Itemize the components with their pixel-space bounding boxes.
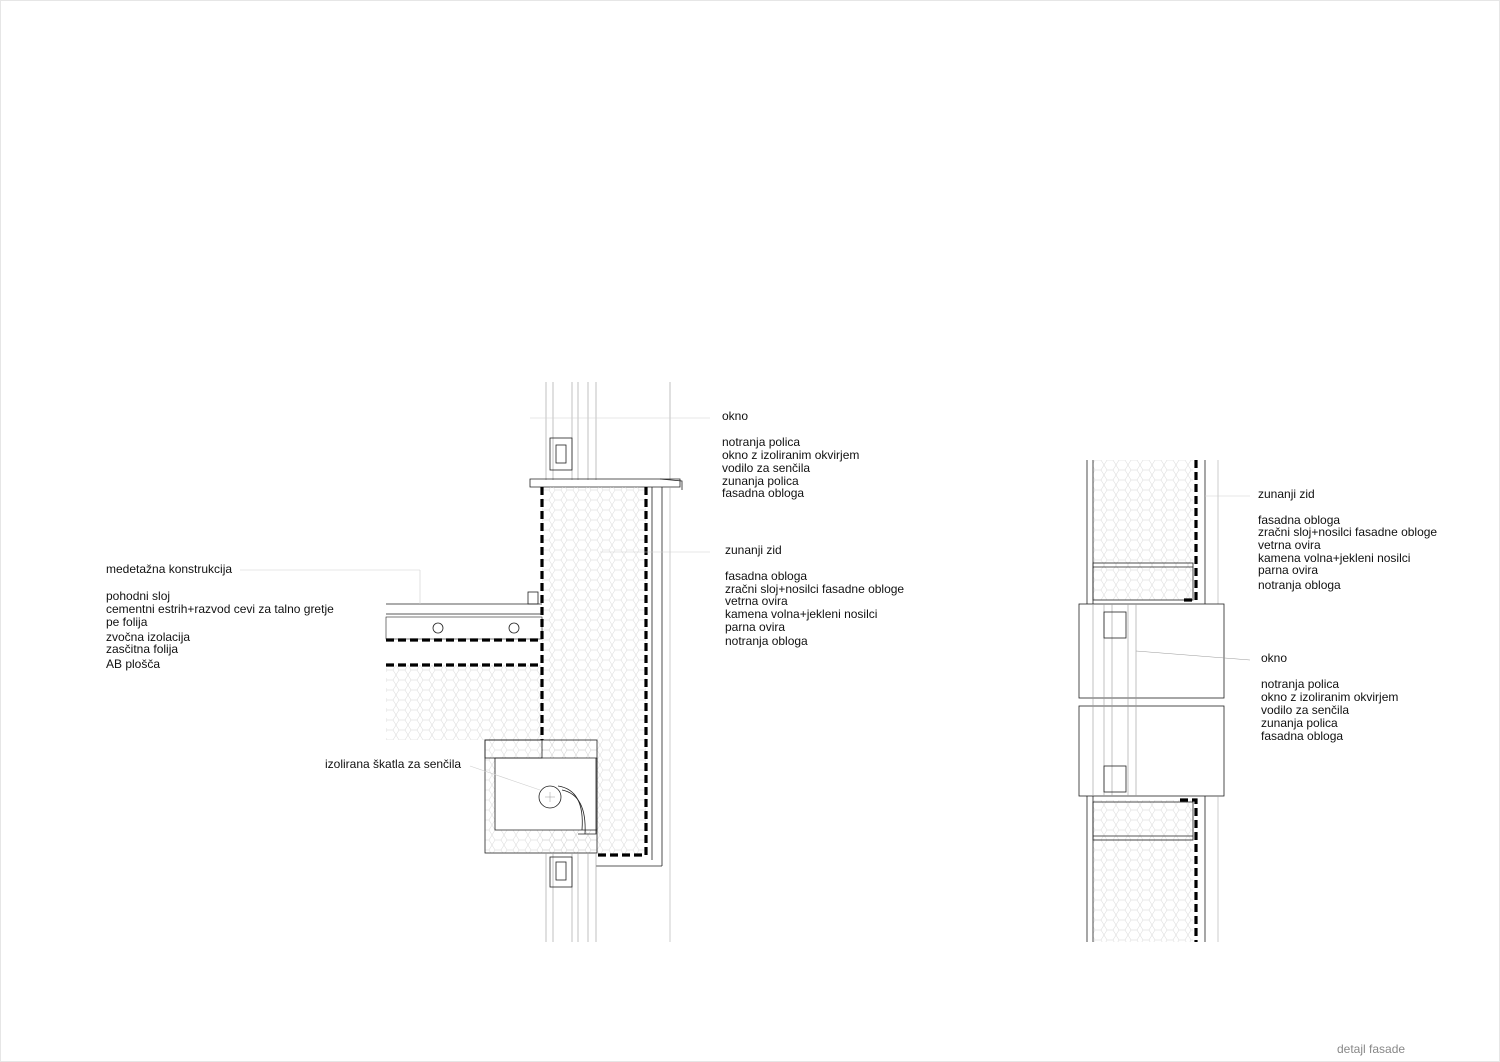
left-window-label-group: okno notranja polica okno z izoliranim o… [722, 409, 859, 500]
right-wall-item: zračni sloj+nosilci fasadne obloge [1258, 525, 1437, 539]
wind-barrier [596, 487, 648, 857]
left-wall-item: vetrna ovira [725, 594, 788, 608]
right-wall-item: kamena volna+jekleni nosilci [1258, 551, 1410, 565]
left-wall-heading: zunanji zid [725, 543, 782, 557]
floor-label-group: medetažna konstrukcija pohodni sloj ceme… [106, 562, 334, 671]
left-wall-item: fasadna obloga [725, 569, 807, 583]
right-window-item: zunanja polica [1261, 716, 1338, 730]
right-wall-heading: zunanji zid [1258, 487, 1315, 501]
lower-window-frame [545, 853, 597, 942]
left-wall-item: zračni sloj+nosilci fasadne obloge [725, 582, 904, 596]
right-window-item: okno z izoliranim okvirjem [1261, 690, 1398, 704]
left-wall-item: notranja obloga [725, 634, 808, 648]
floor-item: pohodni sloj [106, 589, 170, 603]
left-section-detail [240, 382, 710, 942]
right-window-label-group: okno notranja polica okno z izoliranim o… [1261, 651, 1398, 743]
right-section-detail [1078, 460, 1251, 942]
left-wall-label-group: zunanji zid fasadna obloga zračni sloj+n… [725, 543, 904, 648]
slab-insulation [386, 665, 542, 740]
floor-item: pe folija [106, 615, 148, 629]
right-wall-item: parna ovira [1258, 563, 1318, 577]
right-wall-label-group: zunanji zid fasadna obloga zračni sloj+n… [1258, 487, 1437, 592]
screed-layer [385, 616, 543, 640]
floor-layers [386, 591, 542, 634]
floor-item: zasčitna folija [106, 642, 178, 656]
right-window [1078, 603, 1251, 797]
right-lower-insulation [1093, 800, 1193, 942]
right-wall-item: fasadna obloga [1258, 513, 1340, 527]
left-wall-item: kamena volna+jekleni nosilci [725, 607, 877, 621]
upper-window-frame [529, 382, 683, 490]
right-window-heading: okno [1261, 651, 1287, 665]
left-window-item: zunanja polica [722, 474, 799, 488]
left-window-heading: okno [722, 409, 748, 423]
right-wall-item: vetrna ovira [1258, 538, 1321, 552]
floor-item: AB plošča [106, 657, 160, 671]
floor-heading: medetažna konstrukcija [106, 562, 232, 576]
shade-box [484, 739, 598, 854]
right-window-item: fasadna obloga [1261, 729, 1343, 743]
right-lower-membrane [1180, 798, 1198, 942]
left-window-item: okno z izoliranim okvirjem [722, 448, 859, 462]
floor-item: zvočna izolacija [106, 630, 190, 644]
right-wall-item: notranja obloga [1258, 578, 1341, 592]
right-window-item: vodilo za senčila [1261, 703, 1349, 717]
left-window-item: notranja polica [722, 435, 800, 449]
right-upper-insulation [1093, 460, 1193, 600]
left-window-item: fasadna obloga [722, 486, 804, 500]
floor-item: cementni estrih+razvod cevi za talno gre… [106, 602, 334, 616]
right-upper-membrane [1180, 460, 1198, 602]
sheet-title: detajl fasade [1337, 1042, 1405, 1056]
shade-box-label: izolirana škatla za senčila [325, 757, 461, 771]
left-window-item: vodilo za senčila [722, 461, 810, 475]
right-window-item: notranja polica [1261, 677, 1339, 691]
left-wall-item: parna ovira [725, 620, 785, 634]
